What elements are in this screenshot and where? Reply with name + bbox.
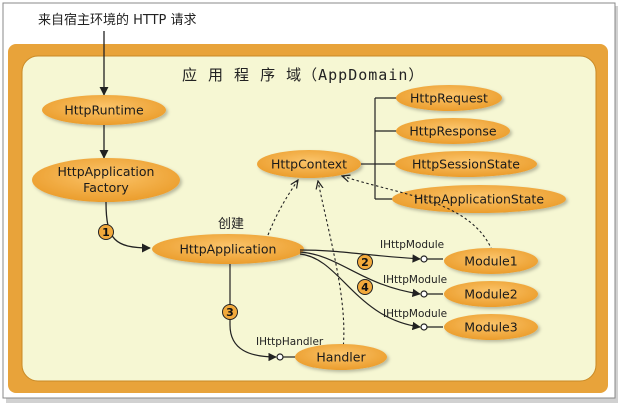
step-badge-3 bbox=[222, 304, 238, 320]
node-http-context-label: HttpContext bbox=[271, 157, 347, 172]
node-http-application bbox=[152, 234, 304, 264]
step-badge-1-label: 1 bbox=[102, 226, 110, 239]
handler-interface-socket bbox=[276, 353, 295, 361]
step-badge-2 bbox=[357, 254, 373, 270]
node-http-request-label: HttpRequest bbox=[410, 91, 488, 106]
step-badge-1 bbox=[98, 224, 114, 240]
node-module2-label: Module2 bbox=[464, 287, 517, 302]
node-handler-label: Handler bbox=[316, 350, 366, 365]
node-http-response-label: HttpResponse bbox=[409, 124, 496, 139]
node-application-factory bbox=[32, 158, 180, 202]
create-label: 创建 bbox=[218, 217, 244, 232]
node-module2 bbox=[444, 281, 538, 307]
node-factory-label-line1: HttpApplication bbox=[58, 164, 155, 179]
node-module3 bbox=[444, 314, 538, 340]
node-http-application-state bbox=[392, 185, 566, 213]
step-badge-4 bbox=[357, 279, 373, 295]
node-module1 bbox=[444, 248, 538, 274]
node-http-request bbox=[396, 85, 502, 111]
interface-label-module-3: IHttpModule bbox=[383, 308, 447, 320]
node-module1-label: Module1 bbox=[464, 254, 517, 269]
node-handler bbox=[295, 344, 387, 370]
node-http-session-state bbox=[395, 151, 537, 177]
domain-title: 应 用 程 序 域（AppDomain） bbox=[182, 66, 424, 84]
interface-label-module-1: IHttpModule bbox=[380, 239, 444, 251]
node-http-session-state-label: HttpSessionState bbox=[412, 157, 520, 172]
node-http-runtime-label: HttpRuntime bbox=[64, 103, 144, 118]
request-label: 来自宿主环境的 HTTP 请求 bbox=[38, 12, 197, 28]
node-http-context bbox=[257, 150, 361, 178]
interface-label-handler: IHttpHandler bbox=[256, 336, 324, 348]
step-badge-3-label: 3 bbox=[226, 306, 234, 319]
node-http-response bbox=[396, 118, 510, 144]
application-to-handler-arrow bbox=[229, 264, 277, 362]
step-badge-4-label: 4 bbox=[361, 281, 369, 294]
module-connection-arrows bbox=[299, 249, 421, 331]
node-module3-label: Module3 bbox=[464, 320, 517, 335]
node-http-application-state-label: HttpApplicationState bbox=[414, 192, 544, 207]
module-interface-sockets bbox=[420, 255, 443, 331]
node-http-application-label: HttpApplication bbox=[180, 242, 277, 257]
node-http-runtime bbox=[42, 95, 166, 125]
factory-to-application-arrow bbox=[105, 201, 151, 253]
interface-label-module-2: IHttpModule bbox=[383, 274, 447, 286]
step-badge-2-label: 2 bbox=[361, 256, 369, 269]
context-reference-arrows bbox=[267, 176, 493, 351]
node-factory-label-line2: Factory bbox=[83, 180, 129, 195]
